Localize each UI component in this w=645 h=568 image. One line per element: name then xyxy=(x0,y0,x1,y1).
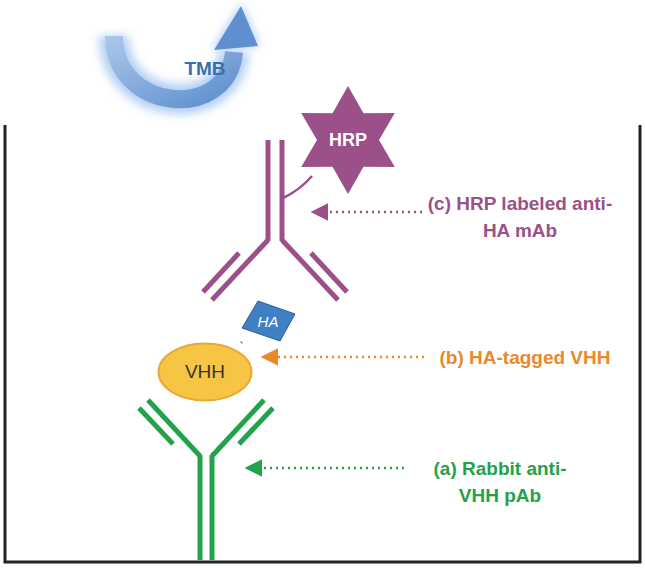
node-label: TMB xyxy=(184,58,225,80)
hrp-star: HRP xyxy=(292,88,404,192)
node-label: HA xyxy=(258,313,279,330)
antibody-stem xyxy=(280,140,285,241)
star-shape xyxy=(301,86,395,194)
ha-tag: HA xyxy=(240,299,296,343)
leader-arrow xyxy=(314,211,422,214)
capture-antibody xyxy=(139,400,273,560)
node-text-holder: HA xyxy=(244,305,292,337)
well-outline xyxy=(5,125,640,562)
tag-shape xyxy=(242,301,295,341)
leader-arrow xyxy=(248,467,404,470)
antibody-light-chain xyxy=(139,408,173,444)
node-text-holder: HRP xyxy=(308,122,388,158)
arrow-glow xyxy=(212,4,260,50)
node-text-holder: VHH xyxy=(165,354,245,390)
arrow-head xyxy=(214,6,258,50)
antibody-stem xyxy=(266,140,271,241)
ellipse-shape xyxy=(159,344,252,401)
antibody-light-chain xyxy=(239,408,273,444)
tag-linker xyxy=(241,342,242,343)
leader-arrow xyxy=(264,356,424,359)
vhh-ellipse: VHH xyxy=(157,342,253,402)
arrow-body xyxy=(114,36,234,99)
antibody-light-chain xyxy=(203,253,239,292)
part-label: (a) Rabbit anti-VHH pAb xyxy=(425,455,575,509)
part-label: (b) HA-tagged VHH xyxy=(420,344,630,371)
antibody-light-chain xyxy=(311,253,347,292)
hrp-linker xyxy=(283,176,312,198)
node-label: VHH xyxy=(185,361,225,383)
antibody-stem xyxy=(198,455,203,560)
antibody-stem xyxy=(210,455,215,560)
substrate-arrow: TMB xyxy=(100,0,280,125)
node-label: HRP xyxy=(329,130,367,151)
part-label: (c) HRP labeled anti-HA mAb xyxy=(420,190,620,244)
node-text-holder: TMB xyxy=(160,52,250,86)
